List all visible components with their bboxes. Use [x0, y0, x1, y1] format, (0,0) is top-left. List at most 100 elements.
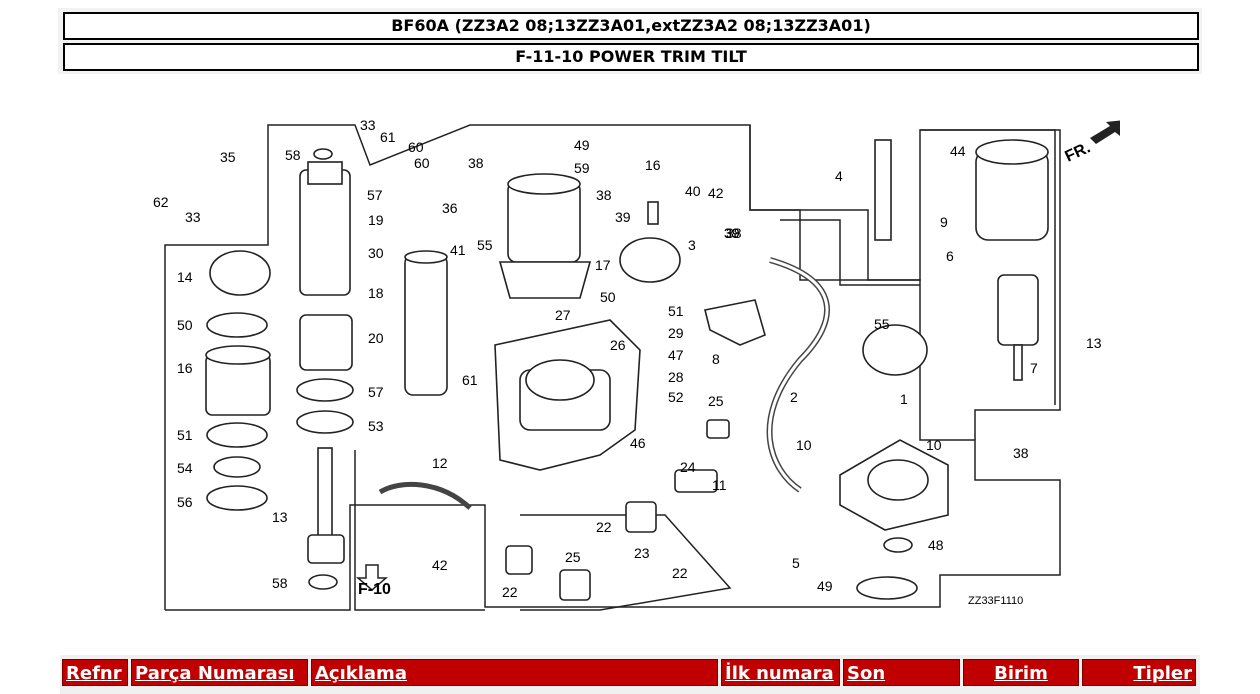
callout-number: 8	[712, 351, 720, 367]
callout-number: 3	[688, 237, 696, 253]
inner-tube	[404, 254, 448, 396]
callout-number: 61	[380, 129, 396, 145]
callout-number: 14	[177, 269, 193, 285]
front-arrow-icon	[1090, 120, 1120, 144]
callout-number: 58	[285, 147, 301, 163]
callout-number: 49	[817, 578, 833, 594]
cylinder-head	[299, 314, 353, 371]
callout-number: 39	[615, 209, 631, 225]
callout-number: 13	[272, 509, 288, 525]
callout-number: 53	[368, 418, 384, 434]
armature	[997, 274, 1039, 346]
callout-number: 55	[874, 316, 890, 332]
callout-number: 52	[668, 389, 684, 405]
callout-labels: 33 61 35 58 62 33 60 57 19 30 14 18 50 2…	[153, 117, 1102, 600]
callout-number: 39	[724, 225, 740, 241]
reservoir	[498, 173, 592, 299]
callout-number: 38	[596, 187, 612, 203]
callout-number: 50	[600, 289, 616, 305]
callout-number: 38	[726, 225, 742, 241]
callout-number: 58	[272, 575, 288, 591]
callout-number: 50	[177, 317, 193, 333]
callout-number: 4	[835, 168, 843, 184]
callout-number: 23	[634, 545, 650, 561]
callout-number: 38	[468, 155, 484, 171]
tilt-cylinder-tube	[299, 161, 351, 296]
motor	[975, 139, 1049, 241]
callout-number: 60	[408, 139, 424, 155]
callout-number: 11	[712, 477, 727, 493]
callout-number: 42	[708, 185, 724, 201]
col-types[interactable]: Tipler	[1082, 659, 1196, 686]
callout-number: 39	[724, 225, 740, 241]
callout-number: 25	[565, 549, 581, 565]
callout-number: 33	[185, 209, 201, 225]
callout-number: 30	[368, 245, 384, 261]
callout-number: 51	[177, 427, 193, 443]
callout-number: 51	[668, 303, 684, 319]
callout-number: 26	[610, 337, 626, 353]
callout-number: 62	[153, 194, 169, 210]
diagram-code: ZZ33F1110	[968, 595, 1023, 607]
callout-number: 19	[368, 212, 384, 228]
callout-number: 6	[946, 248, 954, 264]
callout-number: 40	[685, 183, 701, 199]
callout-number: 16	[177, 360, 193, 376]
callout-number: 1	[900, 391, 908, 407]
callout-number: 12	[432, 455, 448, 471]
section-title: F-11-10 POWER TRIM TILT	[63, 43, 1199, 71]
col-part-number[interactable]: Parça Numarası	[131, 659, 308, 686]
callout-number: 22	[596, 519, 612, 535]
col-refnr[interactable]: Refnr	[62, 659, 128, 686]
callout-number: 49	[574, 137, 590, 153]
callout-number: 36	[442, 200, 458, 216]
callout-number: 42	[432, 557, 448, 573]
ref-arrow-icon	[355, 564, 389, 591]
callout-number: 18	[368, 285, 384, 301]
callout-number: 38	[1013, 445, 1029, 461]
callout-number: 27	[555, 307, 571, 323]
trim-housing	[494, 319, 641, 471]
parts-diagram: FR.	[153, 117, 1120, 611]
callout-number: 46	[630, 435, 646, 451]
callout-number: 48	[928, 537, 944, 553]
callout-number: 22	[672, 565, 688, 581]
shaft-4	[874, 139, 892, 241]
callout-number: 10	[926, 437, 942, 453]
bracket-8	[704, 299, 766, 346]
col-last[interactable]: Son	[843, 659, 960, 686]
model-title: BF60A (ZZ3A2 08;13ZZ3A01,extZZ3A2 08;13Z…	[63, 12, 1199, 40]
callout-number: 24	[680, 459, 696, 475]
callout-number: 56	[177, 494, 193, 510]
callout-number: 35	[220, 149, 236, 165]
piston	[205, 345, 271, 416]
callout-number: 20	[368, 330, 384, 346]
callout-number: 9	[940, 214, 948, 230]
col-unit[interactable]: Birim	[963, 659, 1079, 686]
callout-number: 22	[502, 584, 518, 600]
callout-number: 47	[668, 347, 684, 363]
callout-number: 29	[668, 325, 684, 341]
tilt-cap	[209, 250, 271, 296]
piston-rod	[317, 447, 333, 544]
callout-number: 59	[574, 160, 590, 176]
callout-number: 54	[177, 460, 193, 476]
callout-number: 2	[790, 389, 798, 405]
col-description[interactable]: Açıklama	[311, 659, 718, 686]
callout-number: 7	[1030, 360, 1038, 376]
callout-number: 28	[668, 369, 684, 385]
callout-number: 17	[595, 257, 611, 273]
callout-number: 13	[1086, 335, 1102, 351]
pump	[619, 237, 681, 283]
callout-number: 44	[950, 143, 966, 159]
callout-number: 10	[796, 437, 812, 453]
callout-number: 57	[367, 187, 383, 203]
callout-number: 41	[450, 242, 466, 258]
callout-number: 25	[708, 393, 724, 409]
ref-label: F-10	[358, 581, 391, 598]
callout-number: 33	[360, 117, 376, 133]
col-first-number[interactable]: İlk numara	[721, 659, 840, 686]
callout-number: 5	[792, 555, 800, 571]
front-label: FR.	[1063, 139, 1094, 165]
callout-number: 61	[462, 372, 478, 388]
